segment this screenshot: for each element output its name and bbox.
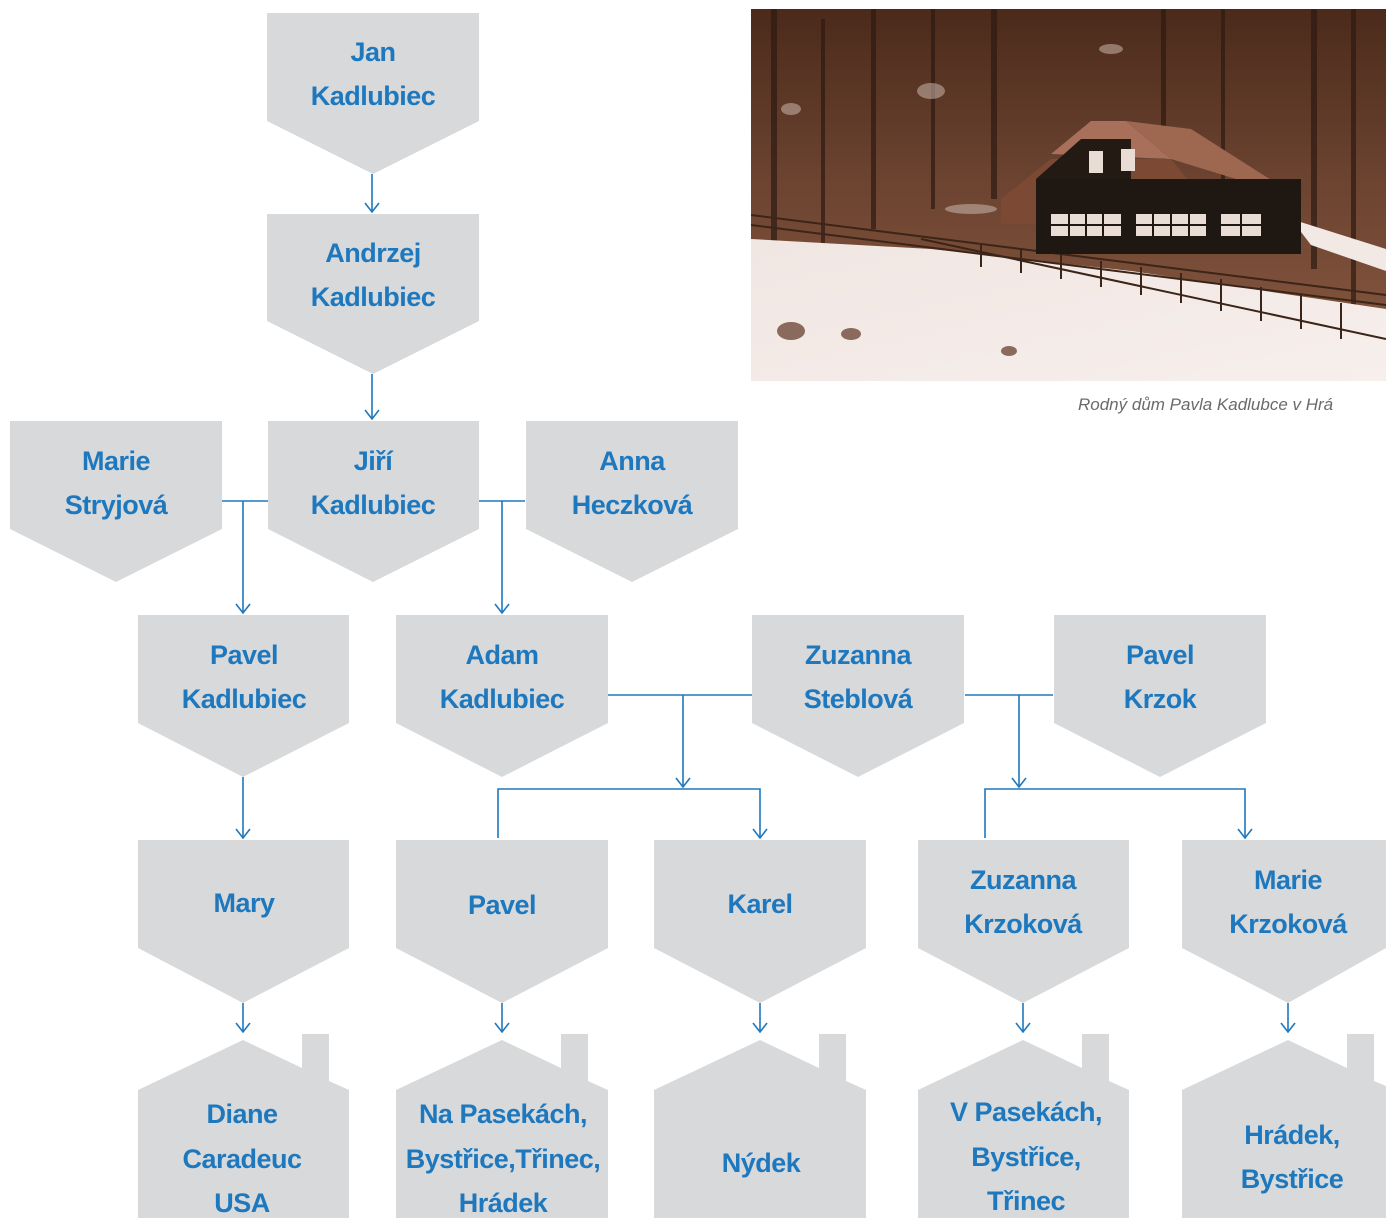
node-line: Kadlubiec <box>311 490 436 520</box>
person-node-marie-krzokova: Marie Krzoková <box>1182 840 1386 1003</box>
node-line: Adam <box>465 640 538 670</box>
person-node-zuzanna-steblova: Zuzanna Steblová <box>752 615 964 777</box>
node-line: Bystřice,Třinec, <box>406 1144 601 1174</box>
person-node-pavel-krzok: Pavel Krzok <box>1054 615 1266 777</box>
node-line: Zuzanna <box>970 865 1077 895</box>
node-line: Hrádek <box>459 1188 549 1218</box>
person-node-zuzanna-krzokova: Zuzanna Krzoková <box>918 840 1129 1003</box>
node-line: Pavel <box>468 890 536 920</box>
house-node-hradek: Hrádek, Bystřice <box>1182 1034 1386 1218</box>
node-line: Stryjová <box>65 490 169 520</box>
node-line: Andrzej <box>325 238 421 268</box>
node-line: Bystřice <box>1241 1164 1344 1194</box>
house-photo-image <box>751 9 1386 381</box>
person-node-pavel-kadlubiec: Pavel Kadlubiec <box>138 615 349 777</box>
node-line: Karel <box>727 889 792 919</box>
node-line: Hrádek, <box>1244 1120 1340 1150</box>
node-line: Heczková <box>572 490 694 520</box>
node-line: Krzoková <box>1229 909 1348 939</box>
person-node-mary: Mary <box>138 840 349 1003</box>
person-node-pavel: Pavel <box>396 840 608 1003</box>
node-line: Mary <box>213 888 275 918</box>
node-line: Zuzanna <box>805 640 912 670</box>
node-line: Marie <box>82 446 151 476</box>
person-node-anna: Anna Heczková <box>526 421 738 582</box>
node-line: Krzoková <box>964 909 1083 939</box>
node-line: Pavel <box>210 640 278 670</box>
person-node-jan: Jan Kadlubiec <box>267 13 479 174</box>
connectors <box>222 174 1296 1034</box>
person-node-jiri: Jiří Kadlubiec <box>268 421 479 582</box>
node-line: Caradeuc <box>182 1144 302 1174</box>
node-line: V Pasekách, <box>950 1097 1102 1127</box>
house-node-na-pasekach: Na Pasekách, Bystřice,Třinec, Hrádek <box>396 1034 608 1218</box>
node-line: Diane <box>206 1099 278 1129</box>
node-line: Kadlubiec <box>440 684 565 714</box>
node-line: Kadlubiec <box>311 81 436 111</box>
house-node-diane-caradeuc: Diane Caradeuc USA <box>138 1034 349 1218</box>
node-line: Steblová <box>804 684 914 714</box>
node-line: Kadlubiec <box>311 282 436 312</box>
node-line: Jiří <box>354 446 395 476</box>
node-line: Marie <box>1254 865 1323 895</box>
node-line: Nýdek <box>722 1148 802 1178</box>
house-node-v-pasekach: V Pasekách, Bystřice, Třinec <box>918 1034 1129 1218</box>
house-photo <box>751 9 1386 381</box>
person-node-karel: Karel <box>654 840 866 1003</box>
node-line: Anna <box>599 446 666 476</box>
person-node-marie-stryjova: Marie Stryjová <box>10 421 222 582</box>
person-node-andrzej: Andrzej Kadlubiec <box>267 214 479 374</box>
node-line: Třinec <box>987 1186 1066 1216</box>
person-node-adam: Adam Kadlubiec <box>396 615 608 777</box>
photo-caption: Rodný dům Pavla Kadlubce v Hrá <box>1078 395 1334 414</box>
node-line: USA <box>214 1188 270 1218</box>
node-line: Pavel <box>1126 640 1194 670</box>
node-line: Jan <box>350 37 395 67</box>
node-line: Bystřice, <box>971 1142 1081 1172</box>
node-line: Na Pasekách, <box>419 1099 587 1129</box>
node-line: Krzok <box>1124 684 1198 714</box>
house-node-nydek: Nýdek <box>654 1034 866 1218</box>
node-line: Kadlubiec <box>182 684 307 714</box>
